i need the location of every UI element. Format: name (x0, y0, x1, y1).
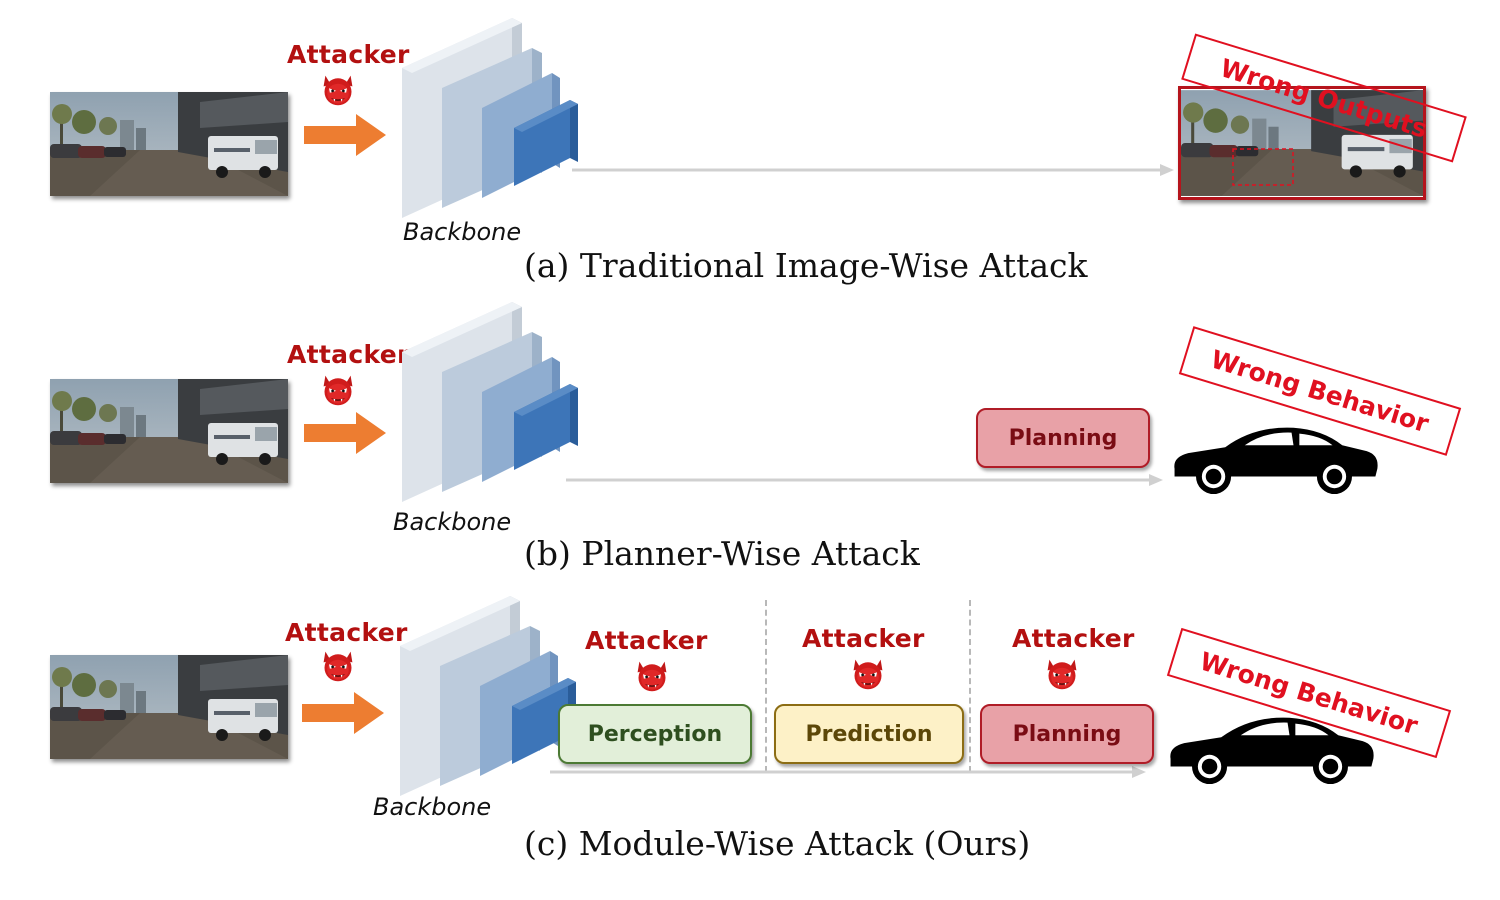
output-street-photo-a (1178, 86, 1426, 200)
attacker-label-prediction: Attacker (802, 624, 925, 653)
backbone-label-c: Backbone (373, 793, 492, 821)
orange-arrow-icon (304, 412, 386, 454)
input-street-photo-b (50, 379, 288, 483)
attacker-label-perception: Attacker (585, 626, 708, 655)
attacker-label-a: Attacker (287, 40, 410, 69)
planning-module-b: Planning (976, 408, 1150, 468)
backbone-label-b: Backbone (393, 508, 512, 536)
caption-a: (a) Traditional Image-Wise Attack (524, 246, 1088, 285)
devil-icon (318, 648, 358, 684)
devil-icon (1042, 656, 1082, 692)
module-divider-2 (969, 600, 971, 772)
attacker-label-planning: Attacker (1012, 624, 1135, 653)
planning-module-c: Planning (980, 704, 1154, 764)
devil-icon (632, 658, 672, 694)
attacker-label-b: Attacker (287, 340, 410, 369)
backbone-network-icon (402, 302, 582, 502)
prediction-module: Prediction (774, 704, 964, 764)
devil-icon (848, 656, 888, 692)
caption-b: (b) Planner-Wise Attack (524, 534, 920, 573)
attacker-label-c: Attacker (285, 618, 408, 647)
flow-arrow-c (550, 766, 1146, 778)
module-divider-1 (765, 600, 767, 772)
car-icon (1166, 418, 1382, 496)
devil-icon (318, 72, 358, 108)
backbone-network-icon (402, 18, 582, 218)
caption-c: (c) Module-Wise Attack (Ours) (524, 824, 1031, 863)
flow-arrow-a (572, 164, 1174, 176)
orange-arrow-icon (302, 692, 384, 734)
input-street-photo-a (50, 92, 288, 196)
orange-arrow-icon (304, 114, 386, 156)
flow-arrow-b (566, 474, 1163, 486)
perception-module: Perception (558, 704, 752, 764)
devil-icon (318, 372, 358, 408)
backbone-label-a: Backbone (403, 218, 522, 246)
input-street-photo-c (50, 655, 288, 759)
